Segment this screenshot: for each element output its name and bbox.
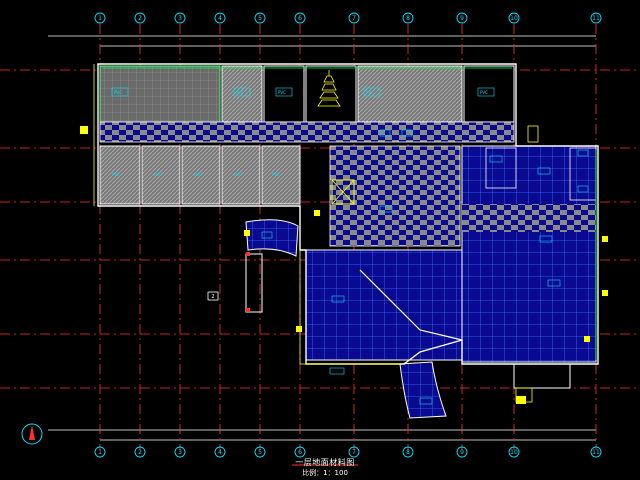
axis-bubbles-top: [94, 12, 602, 24]
axis-label: 1: [98, 15, 102, 22]
pagoda-icon: [317, 70, 341, 107]
room-tags: PVC PVC PVC PVC PVC PVC PVC PVC PVC PVC: [112, 90, 488, 177]
diagonal-wall: [359, 269, 463, 341]
room-tag: PVC: [236, 90, 244, 95]
axis-label: 2: [138, 15, 142, 22]
door-marker: [246, 252, 250, 256]
room-tag: PVC: [272, 172, 280, 177]
small-room-right-2: [569, 147, 597, 201]
section-mark: 2: [211, 294, 214, 300]
axis-label: 4: [218, 449, 222, 456]
room-tag: PVC: [114, 90, 122, 95]
curved-ramp: [399, 361, 447, 419]
axis-labels-top: 1 2 3 4 5 6 7 8 9 10 11: [98, 15, 600, 22]
room-tag: PVC: [278, 90, 286, 95]
north-arrow-icon: [21, 423, 43, 445]
entry-porch: [513, 363, 571, 389]
room-tag: PVC: [154, 172, 162, 177]
axis-label: 9: [460, 449, 464, 456]
lower-hall: [305, 249, 463, 361]
drawing-scale: 比例：1：100: [302, 469, 348, 477]
room-tag: PVC: [194, 172, 202, 177]
axis-label: 6: [298, 449, 302, 456]
door-marker: [246, 308, 250, 312]
top-row-rooms: [99, 65, 515, 123]
axis-label: 4: [218, 15, 222, 22]
axis-label: 9: [460, 15, 464, 22]
room-tag: PVC: [366, 90, 374, 95]
outer-walls: [93, 63, 599, 365]
left-vestibule: [245, 253, 263, 313]
right-hall-gray-band: [462, 204, 596, 232]
accent-marks: [80, 125, 608, 404]
small-room-right: [485, 147, 517, 189]
central-hall: [329, 145, 461, 247]
second-row-rooms: [99, 145, 301, 205]
stair-core: [331, 179, 355, 205]
tag-markers: [111, 87, 589, 405]
axis-label: 8: [406, 449, 410, 456]
axis-label: 6: [298, 15, 302, 22]
axis-labels-bottom: 1 2 3 4 5 6 7 8 9 10 11: [98, 449, 600, 456]
axis-label: 3: [178, 449, 182, 456]
axis-label: 10: [510, 15, 518, 22]
axis-label: 11: [592, 449, 600, 456]
dimension-lines: [48, 35, 596, 441]
stair-cross: [331, 179, 355, 205]
room-tag: PVC: [234, 172, 242, 177]
axis-label: 7: [352, 15, 356, 22]
axis-label: 2: [138, 449, 142, 456]
room-tag: PVC: [480, 90, 488, 95]
axis-label: 8: [406, 15, 410, 22]
corridor-band: [99, 121, 515, 143]
axis-label: 1: [98, 449, 102, 456]
axis-label: 3: [178, 15, 182, 22]
axis-label: 5: [258, 15, 262, 22]
axis-label: 7: [352, 449, 356, 456]
axis-label: 10: [510, 449, 518, 456]
axis-label: 5: [258, 449, 262, 456]
room-tag: PVC: [112, 172, 120, 177]
axis-label: 11: [592, 15, 600, 22]
drawing-title: 一层地面材料图: [295, 458, 355, 467]
axis-bubbles-bottom: [94, 446, 602, 458]
